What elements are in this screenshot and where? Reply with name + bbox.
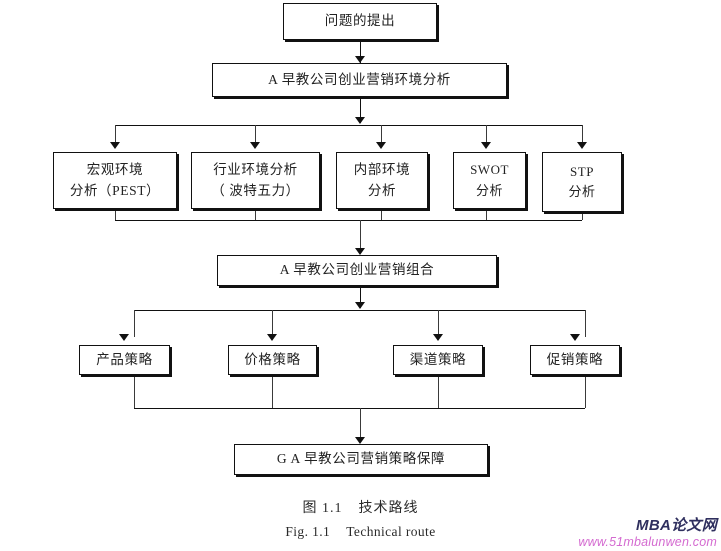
node-env-analysis-label: A 早教公司创业营销环境分析	[268, 71, 451, 87]
node-industry-environment-line1: 行业环境分析	[213, 161, 298, 177]
figure-caption-cn: 图 1.1 技术路线	[0, 497, 721, 517]
node-product-strategy: 产品策略	[79, 345, 170, 375]
arrowhead-channel	[433, 334, 443, 341]
node-macro-environment-line1: 宏观环境	[86, 161, 144, 177]
connector-env-to-busbar	[360, 97, 361, 123]
connector-mix-to-busbar	[360, 286, 361, 308]
node-strategy-guarantee-label: G A 早教公司营销策略保障	[276, 451, 446, 467]
merge-riser-industry	[255, 209, 256, 220]
busbar-drop-channel	[438, 310, 439, 337]
node-promotion-strategy: 促销策略	[530, 345, 620, 375]
merge-riser-product	[134, 375, 135, 408]
arrowhead-busbar-strategies	[355, 302, 365, 309]
busbar-drop-macro	[115, 125, 116, 145]
watermark: MBA论文网 www.51mbalunwen.com	[578, 517, 717, 549]
arrowhead-env	[355, 56, 365, 63]
node-price-strategy: 价格策略	[228, 345, 317, 375]
node-swot-analysis: SWOT 分析	[453, 152, 526, 209]
merge-riser-macro	[115, 209, 116, 220]
node-internal-environment-line1: 内部环境	[353, 161, 411, 177]
node-swot-analysis-line1: SWOT	[470, 162, 509, 178]
arrowhead-busbar-top	[355, 117, 365, 124]
connector-mergebar-to-mix	[360, 220, 361, 252]
node-channel-strategy-label: 渠道策略	[409, 351, 467, 367]
node-stp-analysis-line1: STP	[570, 163, 594, 179]
connector-mergebar-to-guarantee	[360, 408, 361, 442]
node-promotion-strategy-label: 促销策略	[546, 351, 604, 367]
busbar-drop-promotion	[585, 310, 586, 337]
node-product-strategy-label: 产品策略	[96, 351, 153, 367]
node-strategy-guarantee: G A 早教公司营销策略保障	[234, 444, 488, 475]
arrowhead-industry	[250, 142, 260, 149]
node-macro-environment: 宏观环境 分析（PEST）	[53, 152, 177, 209]
node-macro-environment-line2: 分析（PEST）	[69, 182, 161, 198]
node-stp-analysis-line2: 分析	[568, 184, 596, 199]
node-env-analysis: A 早教公司创业营销环境分析	[212, 63, 507, 97]
merge-riser-price	[272, 375, 273, 408]
node-problem: 问题的提出	[283, 3, 437, 40]
merge-riser-internal	[381, 209, 382, 220]
arrowhead-guarantee	[355, 437, 365, 444]
busbar-drop-product	[134, 310, 135, 337]
merge-riser-channel	[438, 375, 439, 408]
mergebar-level5	[134, 408, 585, 409]
node-problem-label: 问题的提出	[324, 13, 396, 29]
watermark-url: www.51mbalunwen.com	[578, 534, 717, 549]
arrowhead-price	[267, 334, 277, 341]
arrowhead-mix	[355, 248, 365, 255]
busbar-drop-industry	[255, 125, 256, 145]
busbar-level3	[115, 125, 582, 126]
node-price-strategy-label: 价格策略	[244, 351, 301, 367]
node-marketing-mix-label: A 早教公司创业营销组合	[279, 262, 435, 278]
mergebar-level3	[115, 220, 582, 221]
figure-caption-cn-text: 技术路线	[358, 501, 419, 516]
figure-caption-en-text: Technical route	[346, 524, 436, 539]
arrowhead-macro	[110, 142, 120, 149]
busbar-drop-price	[272, 310, 273, 337]
watermark-title: MBA论文网	[636, 517, 717, 535]
merge-riser-swot	[486, 209, 487, 220]
arrowhead-internal	[376, 142, 386, 149]
node-marketing-mix: A 早教公司创业营销组合	[217, 255, 497, 286]
arrowhead-promotion	[570, 334, 580, 341]
connector-problem-to-env	[360, 40, 361, 63]
node-internal-environment: 内部环境 分析	[336, 152, 428, 209]
figure-caption-en-label: Fig. 1.1	[285, 524, 331, 539]
arrowhead-stp	[577, 142, 587, 149]
merge-riser-stp	[582, 212, 583, 220]
busbar-drop-swot	[486, 125, 487, 145]
node-swot-analysis-line2: 分析	[475, 182, 503, 198]
merge-riser-promotion	[585, 375, 586, 408]
node-industry-environment: 行业环境分析 （ 波特五力）	[191, 152, 320, 209]
arrowhead-product	[119, 334, 129, 341]
node-stp-analysis: STP 分析	[542, 152, 622, 212]
arrowhead-swot	[481, 142, 491, 149]
busbar-level5	[134, 310, 585, 311]
busbar-drop-stp	[582, 125, 583, 145]
figure-caption-en: Fig. 1.1 Technical route	[0, 524, 721, 540]
node-internal-environment-line2: 分析	[367, 182, 397, 198]
node-channel-strategy: 渠道策略	[393, 345, 483, 375]
figure-caption-cn-label: 图 1.1	[302, 501, 343, 516]
node-industry-environment-line2: （ 波特五力）	[211, 182, 300, 198]
busbar-drop-internal	[381, 125, 382, 145]
